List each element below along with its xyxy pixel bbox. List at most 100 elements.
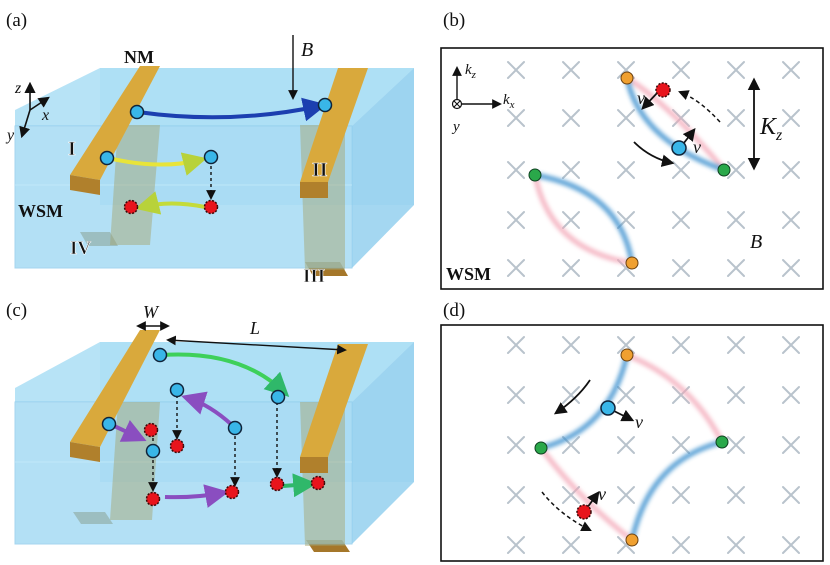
axis-y-label: y [5, 127, 15, 144]
hole-dot [224, 484, 240, 500]
fermi-arc-pink [539, 446, 634, 542]
panel-b-label: (b) [443, 10, 465, 31]
w-label: W [143, 302, 160, 322]
yellow-path-top [107, 152, 207, 176]
lead-i-front [70, 175, 100, 195]
lattice-cross [507, 259, 525, 277]
weyl-node-orange [625, 533, 639, 547]
nonlocal-path-top [137, 97, 328, 122]
lattice-cross [727, 109, 745, 127]
weyl-node-orange [620, 71, 634, 85]
hole-dot [655, 82, 671, 98]
electron-dot [129, 104, 145, 120]
slab-side-face [352, 68, 414, 268]
lattice-cross [672, 336, 690, 354]
wsm-label-a: WSM [18, 201, 63, 221]
lattice-cross [782, 211, 800, 229]
k-axes: kz kx y [451, 62, 515, 135]
lattice-cross [507, 386, 525, 404]
panel-a-label: (a) [6, 10, 27, 31]
fermi-arc-pink [626, 352, 725, 444]
electron-dot [152, 347, 168, 363]
axis-z-label: z [14, 80, 22, 97]
lead-label-ii: II [312, 159, 328, 181]
lattice-cross [782, 61, 800, 79]
lead-left-front [70, 442, 100, 462]
lattice-cross [617, 436, 635, 454]
lead-ii-top [300, 68, 368, 182]
lattice-cross [727, 336, 745, 354]
lattice-cross [562, 109, 580, 127]
hole-dot [576, 504, 592, 520]
k-grid-crosses [507, 61, 800, 277]
lattice-cross [782, 536, 800, 554]
lattice-cross [727, 486, 745, 504]
hole-dot [203, 199, 219, 215]
slab-side-face [352, 342, 414, 544]
lattice-cross [782, 386, 800, 404]
lead-label-iii: III [303, 266, 325, 287]
fermi-arc-blue [540, 354, 630, 451]
lattice-cross [782, 486, 800, 504]
electron-dot [145, 443, 161, 459]
fermi-arc-blue [624, 77, 725, 173]
velocity-label: v [637, 88, 645, 108]
velocity-label: v [693, 137, 701, 157]
lattice-cross [672, 109, 690, 127]
weyl-node-green [715, 435, 729, 449]
lattice-cross [507, 536, 525, 554]
nm-label: NM [124, 47, 154, 67]
lattice-cross [672, 161, 690, 179]
lattice-cross [617, 109, 635, 127]
lattice-cross [727, 61, 745, 79]
lead-right-top [300, 344, 368, 457]
lattice-cross [507, 161, 525, 179]
b-label-a: B [301, 39, 313, 61]
panel-d-frame [440, 324, 824, 562]
lattice-cross [727, 436, 745, 454]
lattice-cross [672, 259, 690, 277]
lead-right-front [300, 457, 328, 473]
lead-left-top [70, 330, 160, 447]
lattice-cross [727, 211, 745, 229]
lattice-cross [562, 336, 580, 354]
electron-dot [101, 416, 117, 432]
k-grid-crosses [507, 336, 800, 554]
electron-dot [169, 382, 185, 398]
lattice-cross [727, 161, 745, 179]
kz-label: Kz [759, 114, 783, 144]
electron-dot [270, 389, 286, 405]
lattice-cross [562, 211, 580, 229]
lattice-cross [672, 536, 690, 554]
purple-path [181, 391, 234, 427]
l-dimension [166, 335, 347, 355]
fermi-arc-pink [625, 75, 726, 172]
lattice-cross [727, 536, 745, 554]
panel-a: (a) NM WSM I II III IV z x y [5, 10, 414, 287]
lattice-cross [672, 486, 690, 504]
electron-dot [99, 150, 115, 166]
electron-motion-arrow [553, 379, 591, 415]
lattice-cross [562, 536, 580, 554]
lattice-cross [782, 259, 800, 277]
fermi-arc-pink [532, 174, 633, 266]
b-label-b: B [750, 231, 762, 253]
panel-b: (b) v v Kz kz kx y [440, 10, 824, 290]
yellow-path-bottom [135, 191, 206, 215]
hole-dot [169, 438, 185, 454]
weyl-node-green [528, 168, 542, 182]
electron-dot [600, 400, 616, 416]
purple-path [111, 420, 147, 442]
lattice-cross [727, 259, 745, 277]
lead-label-i: I [68, 138, 76, 160]
axis-kx-label: kx [503, 92, 515, 111]
green-path-bottom [282, 473, 318, 498]
lattice-cross [507, 336, 525, 354]
weyl-node-green [534, 441, 548, 455]
axis-kz-label: kz [465, 62, 477, 81]
lattice-cross [617, 386, 635, 404]
lattice-cross [507, 109, 525, 127]
l-label: L [249, 318, 260, 338]
lattice-cross [507, 211, 525, 229]
